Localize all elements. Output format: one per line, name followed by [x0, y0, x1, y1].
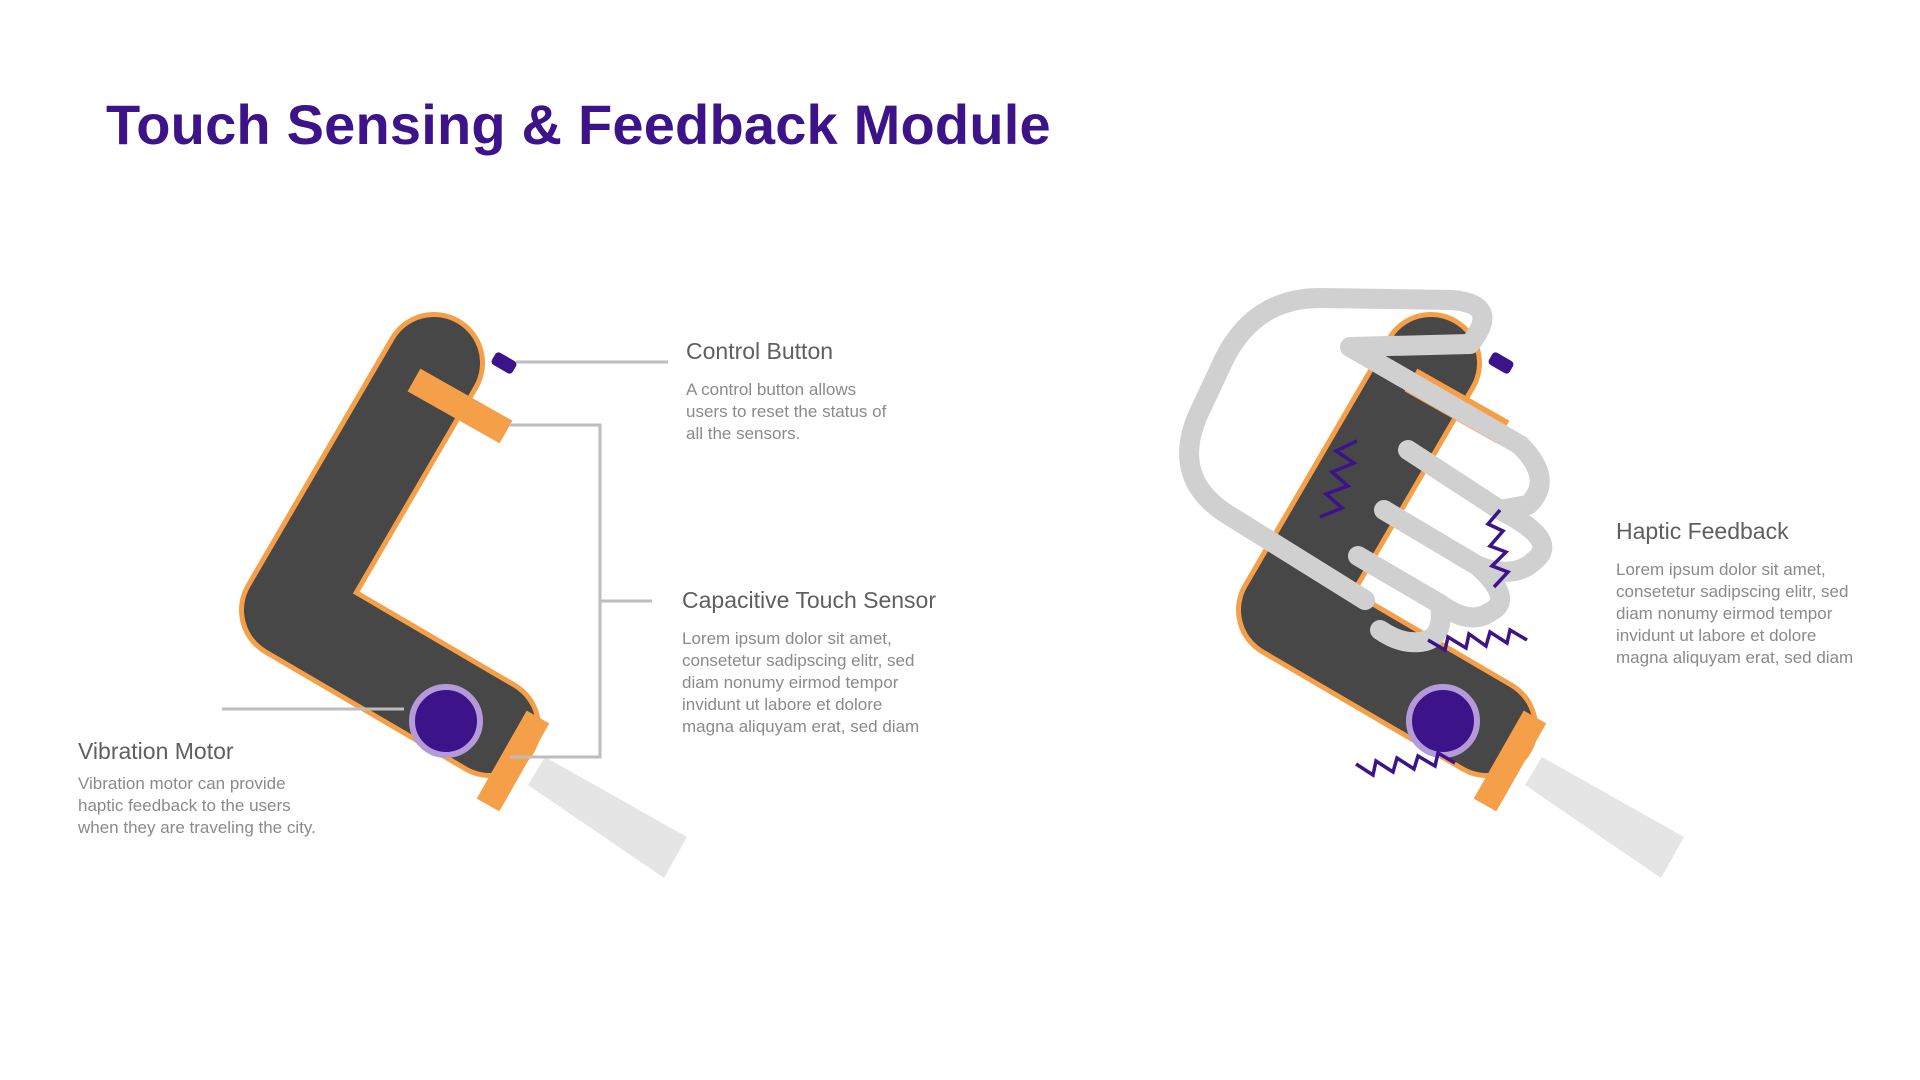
capacitive-sensor-line: invidunt ut labore et dolore	[682, 695, 883, 714]
control-button-line: all the sensors.	[686, 424, 801, 443]
haptic-feedback-line: diam nonumy eirmod tempor	[1616, 604, 1833, 623]
gripping-hand-icon	[1179, 288, 1553, 653]
vibration-motor-heading: Vibration Motor	[78, 738, 234, 764]
control-button-line: A control button allows	[686, 380, 857, 399]
leader-lines	[222, 360, 668, 759]
haptic-feedback-description: Lorem ipsum dolor sit amet, consetetur s…	[1616, 559, 1853, 669]
haptic-feedback-line: consetetur sadipscing elitr, sed	[1616, 582, 1849, 601]
left-device	[290, 351, 687, 878]
control-button-icon	[491, 352, 517, 374]
capacitive-sensor-label: Capacitive Touch Sensor Lorem ipsum dolo…	[682, 587, 936, 738]
haptic-feedback-heading: Haptic Feedback	[1616, 518, 1789, 544]
haptic-feedback-line: Lorem ipsum dolor sit amet,	[1616, 560, 1826, 579]
capacitive-sensor-line: Lorem ipsum dolor sit amet,	[682, 629, 892, 648]
vibration-motor-line: haptic feedback to the users	[78, 796, 291, 815]
haptic-feedback-line: invidunt ut labore et dolore	[1616, 626, 1817, 645]
capacitive-sensor-line: diam nonumy eirmod tempor	[682, 673, 899, 692]
right-control-button-icon	[1488, 352, 1514, 374]
control-button-description: A control button allows users to reset t…	[686, 379, 886, 445]
capacitive-sensor-line: consetetur sadipscing elitr, sed	[682, 651, 915, 670]
right-vibration-motor-icon	[1406, 684, 1480, 758]
control-button-heading: Control Button	[686, 338, 834, 364]
vibration-motor-line: Vibration motor can provide	[78, 774, 286, 793]
page-title: Touch Sensing & Feedback Module	[106, 93, 1051, 156]
capacitive-sensor-line: magna aliquyam erat, sed diam	[682, 717, 920, 736]
haptic-feedback-line: magna aliquyam erat, sed diam	[1616, 648, 1854, 667]
capacitive-sensor-description: Lorem ipsum dolor sit amet, consetetur s…	[682, 628, 936, 738]
control-button-line: users to reset the status of	[686, 402, 887, 421]
vibration-motor-label: Vibration Motor Vibration motor can prov…	[78, 738, 316, 839]
vibration-motor-description: Vibration motor can provide haptic feedb…	[78, 773, 316, 839]
control-button-label: Control Button A control button allows u…	[686, 338, 886, 445]
vibration-motor-icon	[409, 684, 483, 758]
haptic-feedback-label: Haptic Feedback Lorem ipsum dolor sit am…	[1616, 518, 1853, 669]
capacitive-sensor-heading: Capacitive Touch Sensor	[682, 587, 936, 613]
vibration-motor-line: when they are traveling the city.	[78, 818, 316, 837]
vibration-zigzag-icons	[1319, 439, 1528, 778]
